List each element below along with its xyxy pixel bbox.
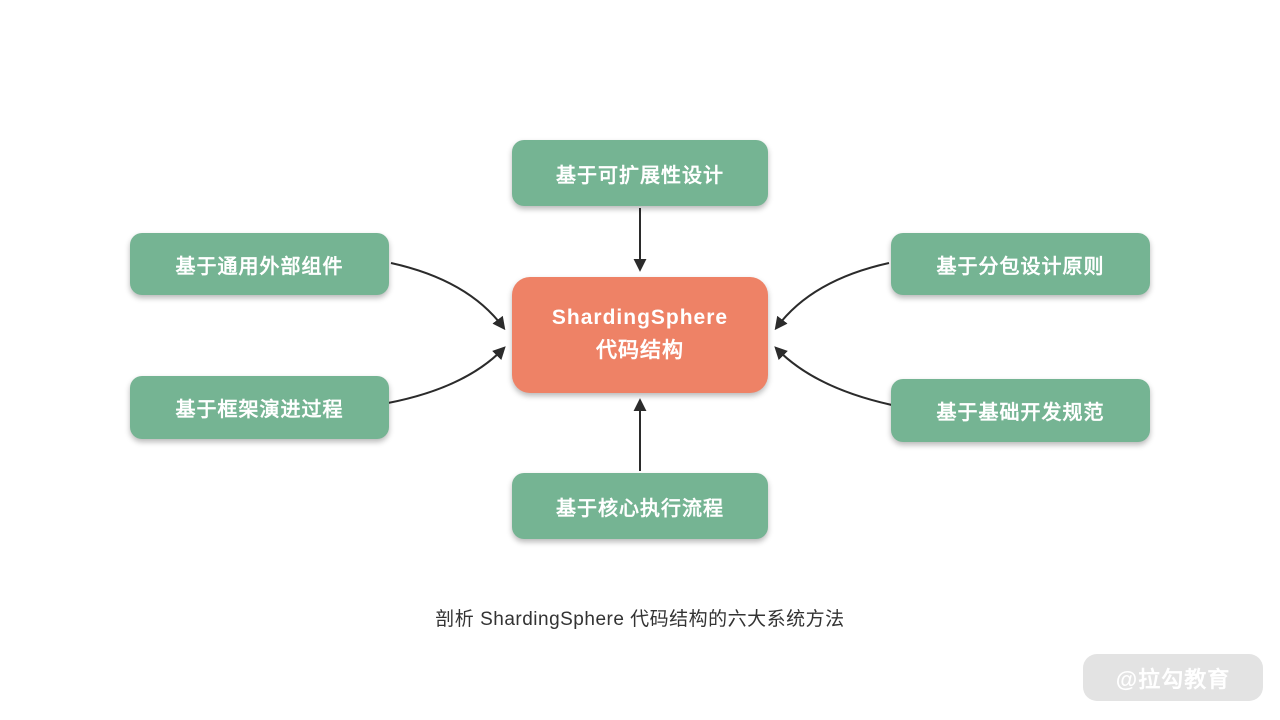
node-label: 基于框架演进过程 xyxy=(175,399,344,421)
center-node-shardingsphere-code-structure: ShardingSphere 代码结构 xyxy=(512,277,768,393)
arrow-right-bottom-to-center xyxy=(774,346,893,406)
node-common-external-components: 基于通用外部组件 xyxy=(130,233,389,295)
center-node-title: ShardingSphere xyxy=(551,306,729,330)
center-node-subtitle: 代码结构 xyxy=(596,339,684,362)
arrow-left-bottom-to-center xyxy=(387,346,506,404)
node-label: 基于核心执行流程 xyxy=(556,497,724,520)
node-package-design-principles: 基于分包设计原则 xyxy=(891,233,1150,295)
node-label: 基于可扩展性设计 xyxy=(556,164,724,187)
node-label: 基于基础开发规范 xyxy=(936,402,1105,424)
node-core-execution-flow: 基于核心执行流程 xyxy=(512,473,768,539)
node-label: 基于分包设计原则 xyxy=(936,255,1105,278)
node-extensibility-design: 基于可扩展性设计 xyxy=(512,140,768,206)
node-basic-dev-standards: 基于基础开发规范 xyxy=(891,379,1150,442)
watermark-text: @拉勾教育 xyxy=(1115,666,1231,692)
diagram-caption: 剖析 ShardingSphere 代码结构的六大系统方法 xyxy=(435,609,845,630)
arrow-right-top-to-center xyxy=(774,262,890,331)
node-label: 基于通用外部组件 xyxy=(175,255,344,278)
node-framework-evolution: 基于框架演进过程 xyxy=(130,376,389,439)
arrow-left-top-to-center xyxy=(390,262,506,331)
watermark-badge: @拉勾教育 xyxy=(1083,654,1263,701)
